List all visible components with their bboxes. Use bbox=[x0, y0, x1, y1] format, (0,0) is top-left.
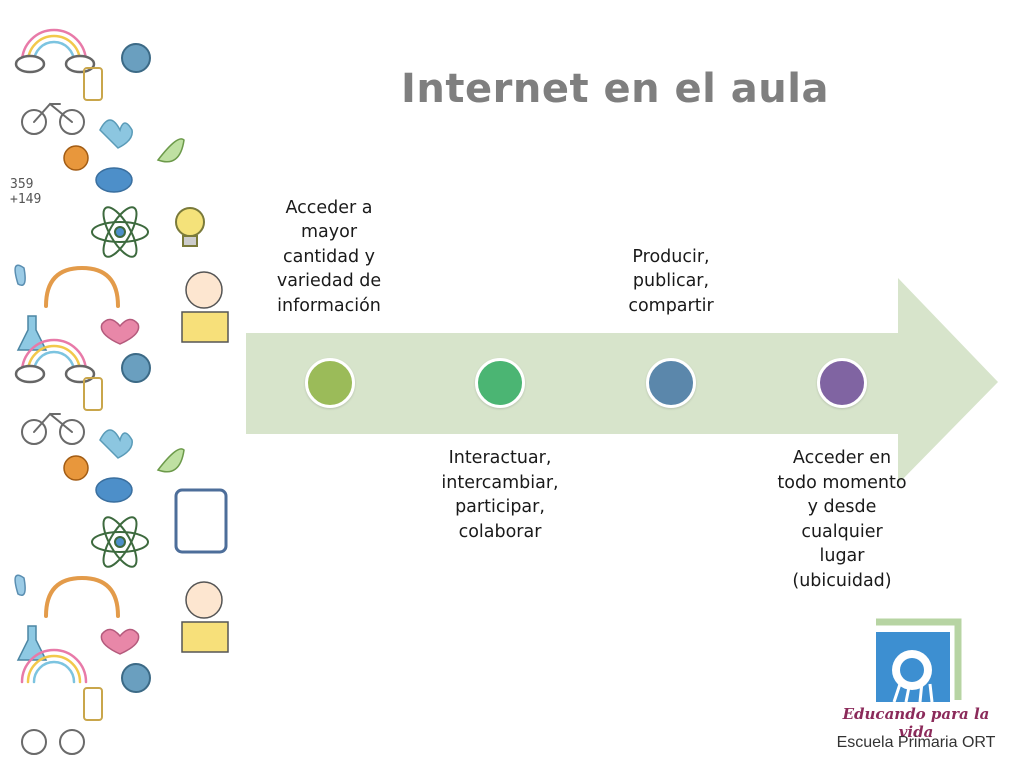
child-reading-icon bbox=[181, 271, 229, 343]
butterfly-icon bbox=[14, 264, 26, 286]
phone-icon bbox=[83, 67, 103, 101]
step-dot-interact bbox=[475, 358, 525, 408]
atom-icon bbox=[91, 206, 149, 258]
arrow-shape bbox=[246, 278, 998, 484]
lightbulb-icon bbox=[175, 207, 205, 247]
decorative-doodle-strip: 359 +149 bbox=[10, 28, 229, 755]
ball-icon bbox=[63, 145, 89, 171]
logo-tagline: Educando para la vida bbox=[842, 705, 990, 741]
hand-icon bbox=[99, 119, 133, 149]
step-label-produce: Producir, publicar, compartir bbox=[628, 246, 714, 316]
step-dot-access-information bbox=[305, 358, 355, 408]
headphones-icon bbox=[44, 265, 120, 308]
flask-icon bbox=[16, 315, 48, 351]
planet-icon bbox=[121, 43, 151, 73]
logo-emblem-icon bbox=[876, 632, 950, 703]
bicycle-icon bbox=[21, 102, 85, 135]
school-logo bbox=[876, 618, 962, 703]
logo-school-name: Escuela Primaria ORT bbox=[836, 734, 996, 751]
speech-bubble-icon bbox=[95, 167, 133, 193]
step-dot-ubiquity bbox=[817, 358, 867, 408]
slide-title: Internet en el aula bbox=[401, 66, 829, 112]
step-dot-produce bbox=[646, 358, 696, 408]
logo-frame bbox=[876, 618, 962, 700]
rainbow-icon bbox=[14, 28, 96, 74]
heart-icon bbox=[100, 318, 140, 345]
leaf-icon bbox=[156, 138, 185, 163]
math-doodle: 359 bbox=[10, 177, 33, 192]
timeline-arrow bbox=[246, 278, 998, 484]
step-label-ubiquity: Acceder en todo momento y desde cualquie… bbox=[777, 448, 907, 591]
step-label-access-information: Acceder a mayor cantidad y variedad de i… bbox=[276, 197, 382, 316]
svg-text:+149: +149 bbox=[10, 192, 41, 207]
step-label-interact: Interactuar, intercambiar, participar, c… bbox=[441, 448, 559, 542]
